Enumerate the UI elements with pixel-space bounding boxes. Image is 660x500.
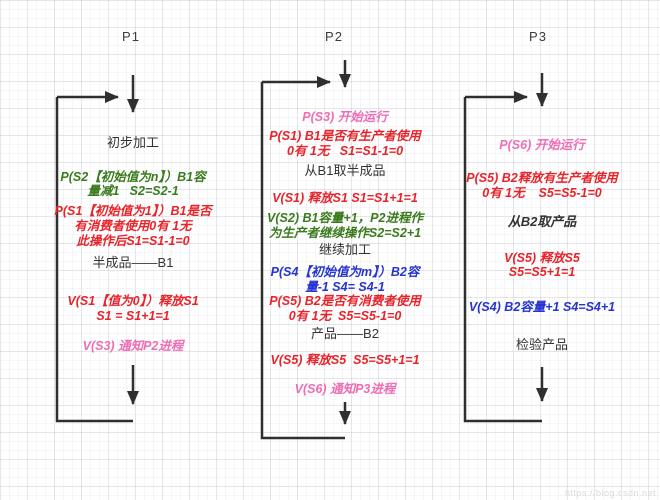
p3-op-v-s5-line1: V(S5) 释放S5 [504,251,580,265]
p1-loop-line [55,97,133,423]
p3-op-p-s5-line1: P(S5) B2释放有生产者使用 [466,171,618,185]
p2-op-p-s5-line1: P(S5) B2是否有消费者使用 [269,294,421,308]
p2-step-product-b2: 产品——B2 [311,326,379,341]
p2-op-v-s2-line1: V(S2) B1容量+1，P2进程作 [267,211,423,225]
p2-loop-line [260,82,345,440]
p1-step-preliminary-processing: 初步加工 [106,135,160,150]
p2-op-p-s1-line2: 0有 1无 S1=S1-1=0 [286,144,404,158]
p2-op-p-s4-line2: 量-1 S4= S4-1 [305,280,385,294]
p1-op-p-s2-line2: 量减1 S2=S2-1 [87,184,179,198]
p2-op-v-s2-line2: 为生产者继续操作S2=S2+1 [268,226,422,240]
process-title-p2: P2 [325,29,343,44]
p1-op-p-s1-line2: 有消费者使用0有 1无 [74,219,192,233]
p2-op-p-s4-line1: P(S4【初始值为m】）B2容 [270,265,420,279]
p2-op-p-s3: P(S3) 开始运行 [302,110,388,124]
p3-op-p-s5-line2: 0有 1无 S5=S5-1=0 [482,186,602,200]
p3-step-inspect-product: 检验产品 [515,337,569,352]
p3-loop-line [463,97,542,423]
p1-op-v-s3: V(S3) 通知P2进程 [82,339,184,353]
p3-op-v-s4: V(S4) B2容量+1 S4=S4+1 [468,300,616,314]
process-title-p3: P3 [529,29,547,44]
p2-step-take-from-b1: 从B1取半成品 [304,163,386,178]
p2-step-continue-processing: 继续加工 [318,242,372,257]
p1-op-p-s1-line1: P(S1【初始值为1】）B1是否 [54,204,212,218]
watermark: https://blog.csdn.net [564,488,656,498]
p3-step-take-from-b2: 从B2取产品 [507,214,577,229]
p2-op-p-s5-line2: 0有 1无 S5=S5-1=0 [288,309,402,323]
p1-op-p-s1-line3: 此操作后S1=S1-1=0 [76,234,190,248]
p2-op-v-s1: V(S1) 释放S1 S1=S1+1=1 [272,191,418,205]
p2-op-p-s1-line1: P(S1) B1是否有生产者使用 [269,129,421,143]
p1-op-p-s2-line1: P(S2【初始值为n】）B1容 [60,170,206,184]
p3-op-p-s6: P(S6) 开始运行 [499,138,585,152]
p1-op-v-s1-line1: V(S1【值为0】）释放S1 [67,294,199,308]
p1-op-v-s1-line2: S1 = S1+1=1 [96,309,170,323]
p2-op-v-s5: V(S5) 释放S5 S5=S5+1=1 [270,353,420,367]
p3-op-v-s5-line2: S5=S5+1=1 [508,265,576,279]
p2-op-v-s6: V(S6) 通知P3进程 [294,382,396,396]
p1-step-buffer-b1: 半成品——B1 [92,255,174,270]
process-title-p1: P1 [122,29,140,44]
